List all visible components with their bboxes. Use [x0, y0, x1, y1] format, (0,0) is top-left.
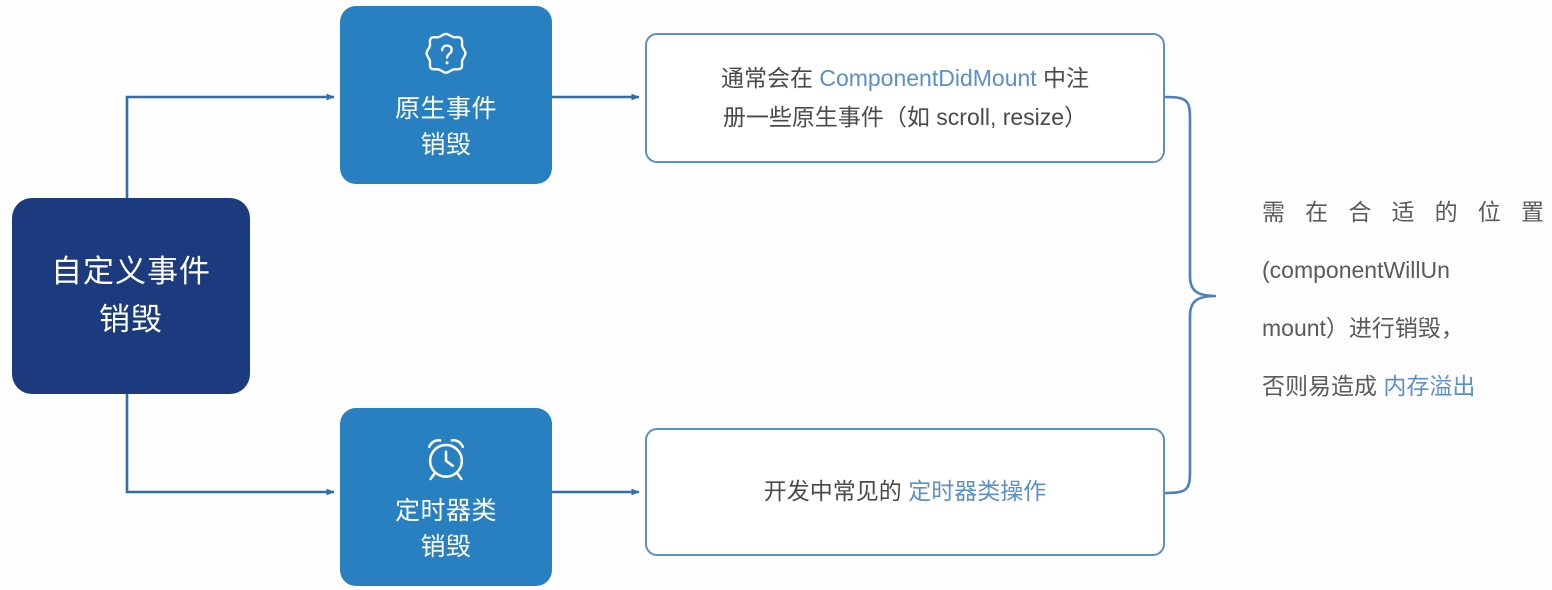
note-line3: mount）进行销毁，	[1262, 315, 1464, 341]
card-native-row1: 通常会在 ComponentDidMount 中注	[721, 59, 1089, 98]
connector-root-to-timer	[125, 394, 335, 496]
card-timer-row1: 开发中常见的 定时器类操作	[764, 472, 1046, 511]
card-native-row1-accent: ComponentDidMount	[819, 64, 1037, 91]
connector-root-to-native	[125, 93, 335, 198]
note-line4-accent: 内存溢出	[1383, 373, 1476, 399]
note-line1-char: 适	[1391, 199, 1415, 225]
node-branch-native-label: 原生事件 销毁	[395, 92, 497, 163]
node-branch-timer-line2: 销毁	[420, 532, 472, 561]
node-branch-timer-label: 定时器类 销毁	[395, 494, 497, 565]
note-line1-char: 在	[1305, 199, 1329, 225]
card-timer-row1-pre: 开发中常见的	[763, 478, 909, 505]
note-line1-char: 的	[1434, 199, 1458, 225]
alarm-clock-icon	[417, 430, 475, 488]
note-line1-char: 位	[1477, 199, 1501, 225]
node-root-custom-event-destroy[interactable]: 自定义事件 销毁	[12, 198, 250, 394]
node-branch-native-event[interactable]: 原生事件 销毁	[340, 6, 552, 184]
card-native-row2: 册一些原生事件（如 scroll, resize）	[722, 104, 1088, 130]
note-unmount-warning: 需 在 合 适 的 位 置 (componentWillUn mount）进行销…	[1262, 183, 1544, 415]
node-branch-native-line2: 销毁	[420, 130, 472, 159]
note-line4: 否则易造成 内存溢出	[1262, 357, 1544, 415]
note-line2: (componentWillUn	[1262, 257, 1450, 283]
card-native-event-detail[interactable]: 通常会在 ComponentDidMount 中注 册一些原生事件（如 scro…	[645, 33, 1165, 163]
note-line1: 需 在 合 适 的 位 置	[1262, 183, 1544, 241]
node-branch-timer-line1: 定时器类	[394, 497, 497, 525]
note-line1-char: 需	[1262, 199, 1285, 225]
note-line1-char: 合	[1348, 199, 1372, 225]
node-root-line1: 自定义事件	[51, 253, 211, 289]
card-timer-row1-accent: 定时器类操作	[908, 478, 1047, 505]
group-brace	[1164, 95, 1217, 495]
gear-question-icon	[417, 28, 475, 86]
node-branch-native-line1: 原生事件	[394, 95, 497, 123]
card-timer-detail[interactable]: 开发中常见的 定时器类操作	[645, 428, 1165, 556]
card-native-row1-post: 中注	[1036, 64, 1090, 91]
node-branch-timer[interactable]: 定时器类 销毁	[340, 408, 552, 586]
note-line4-pre: 否则易造成	[1262, 373, 1384, 399]
node-root-line2: 销毁	[99, 302, 163, 337]
note-line1-char: 置	[1520, 199, 1544, 225]
card-native-row1-pre: 通常会在	[720, 64, 820, 91]
